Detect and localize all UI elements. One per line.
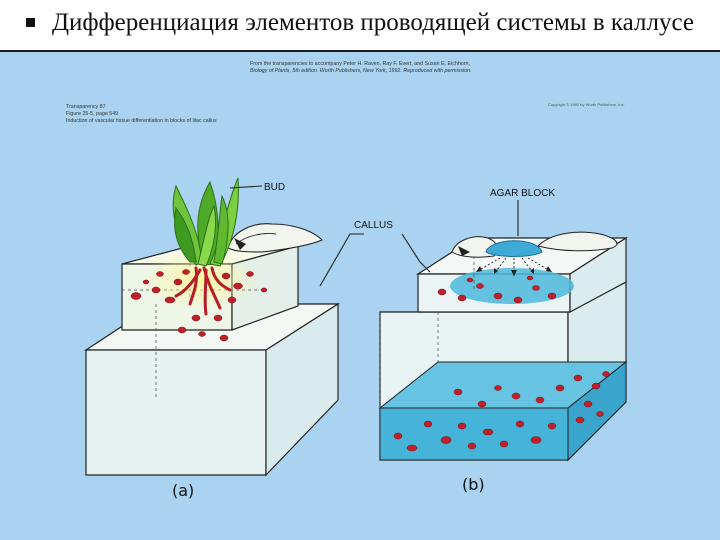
diffusion-zone [450,268,574,304]
bud-glow [140,250,260,310]
bud-leaves [172,177,239,267]
copyright-text: Copyright © 1992 by Worth Publishers, In… [548,102,625,107]
figure-meta: Transparency 87 Figure 25-5, page 549 In… [66,104,217,125]
title-bar: Дифференциация элементов проводящей сист… [0,0,720,52]
callus-lump-a [227,223,323,253]
transparency-number: Transparency 87 [66,104,106,110]
slide-title: Дифференциация элементов проводящей сист… [52,9,694,36]
vascular-cells-a [130,269,268,342]
agar-block [485,240,543,257]
credit-line-2: Biology of Plants, 5th edition. Worth Pu… [250,68,472,74]
bullet-icon [26,18,35,27]
block-a-lower-side [265,302,339,477]
credit-text: From the transparencies to accompany Pet… [250,61,580,75]
figure-caption: Induction of vascular tissue differentia… [66,118,217,124]
credit-line-1: From the transparencies to accompany Pet… [250,61,470,67]
agar-block-label: AGAR BLOCK [490,188,555,199]
figure-reference: Figure 25-5, page 549 [66,111,119,117]
leader-lines [229,185,519,287]
block-b-cyan-front [379,407,569,461]
bud-label: BUD [264,182,285,193]
diffusion-arrow-heads [476,266,552,276]
block-a-lower-front [85,349,267,476]
panel-a-label: (a) [172,481,194,500]
vascular-cells-b [393,275,610,452]
callus-block-b [378,231,629,462]
panel-b-label: (b) [462,475,485,494]
block-b-upper-side [569,236,627,314]
bud-vascular-strands [174,266,232,316]
callus-label: CALLUS [354,220,393,231]
callus-block-a [83,223,341,477]
callus-lump-b-right [537,231,618,252]
block-b-cyan-side [567,360,627,462]
